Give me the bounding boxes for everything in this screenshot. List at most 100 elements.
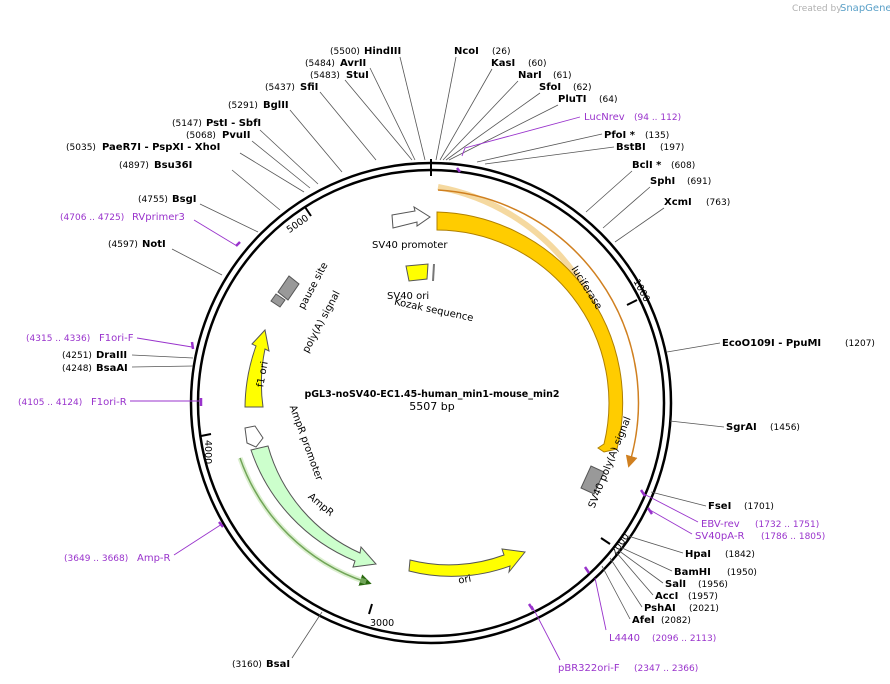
svg-text:(62): (62) (573, 83, 591, 93)
svg-text:BsaAI: BsaAI (96, 363, 128, 374)
feature-ori[interactable]: ori (408, 548, 526, 587)
svg-text:AvrII: AvrII (340, 58, 366, 69)
enzyme-bglii[interactable]: (5291) BglII (228, 100, 343, 173)
svg-text:(3160): (3160) (232, 660, 262, 670)
primer-f1ori-f[interactable]: (4315 .. 4336) F1ori-F (26, 333, 195, 350)
feature-ampr-promoter[interactable]: AmpR promoter (244, 404, 325, 483)
feature-pause-site[interactable]: pause site poly(A) signal (270, 261, 343, 355)
enzyme-sfoi[interactable]: SfoI (62) (445, 82, 591, 161)
svg-text:SfoI: SfoI (539, 82, 561, 93)
f1-ori-label: f1 ori (255, 361, 270, 389)
svg-text:(4105 .. 4124): (4105 .. 4124) (18, 398, 82, 408)
kozak-label: Kozak sequence (393, 297, 474, 325)
svg-text:(4897): (4897) (119, 161, 149, 171)
svg-text:StuI: StuI (346, 70, 369, 81)
svg-text:BsgI: BsgI (172, 194, 196, 205)
svg-text:PaeR7I - PspXI - XhoI: PaeR7I - PspXI - XhoI (102, 142, 220, 153)
enzyme-pvuii[interactable]: (5068) PvuII (186, 130, 311, 189)
enzyme-afei[interactable]: AfeI (2082) (601, 565, 691, 626)
svg-text:(64): (64) (599, 95, 617, 105)
primer-f1ori-r[interactable]: (4105 .. 4124) F1ori-R (18, 397, 203, 408)
svg-text:(5147): (5147) (172, 119, 202, 129)
enzyme-ncoi[interactable]: NcoI (26) (435, 46, 510, 161)
sv40-ori-label: SV40 ori (387, 291, 429, 302)
enzyme-acci[interactable]: AccI (1957) (615, 551, 718, 602)
svg-text:(26): (26) (492, 47, 510, 57)
enzyme-ecoo109i-ppumi[interactable]: EcoO109I - PpuMI (1207) (666, 338, 875, 353)
svg-text:(608): (608) (671, 161, 695, 171)
enzyme-paer7i-pspxi-xhoi[interactable]: (5035) PaeR7I - PspXI - XhoI (66, 142, 305, 193)
enzyme-stui[interactable]: (5483) StuI (310, 70, 413, 161)
svg-text:BclI *: BclI * (632, 160, 662, 171)
enzyme-bsai[interactable]: (3160) BsaI (232, 611, 323, 670)
enzyme-hindiii[interactable]: (5500) HindIII (330, 46, 426, 161)
plasmid-name: pGL3-noSV40-EC1.45-human_min1-mouse_min2 (304, 389, 559, 400)
enzyme-sali[interactable]: SalI (1956) (617, 549, 728, 590)
enzyme-pshai[interactable]: PshAI (2021) (609, 557, 719, 614)
enzyme-avrii[interactable]: (5484) AvrII (305, 58, 416, 161)
enzyme-bamhi[interactable]: BamHI (1950) (619, 546, 757, 578)
primer-ebv-rev[interactable]: EBV-rev (1732 .. 1751) (639, 489, 819, 530)
enzyme-bcli[interactable]: BclI * (608) (585, 160, 695, 213)
enzyme-kasi[interactable]: KasI (60) (439, 58, 546, 161)
enzyme-fsei[interactable]: FseI (1701) (650, 491, 774, 512)
feature-sv40-promoter[interactable]: SV40 promoter (372, 205, 448, 251)
enzyme-bsgi[interactable]: (4755) BsgI (138, 194, 259, 233)
svg-text:(4251): (4251) (62, 351, 92, 361)
svg-text:(1956): (1956) (698, 580, 728, 590)
svg-text:(94 .. 112): (94 .. 112) (634, 113, 681, 123)
feature-sv40-ori[interactable]: SV40 ori Kozak sequence (387, 263, 474, 325)
primer-amp-r[interactable]: (3649 .. 3668) Amp-R (64, 521, 224, 564)
svg-text:(2082): (2082) (661, 616, 691, 626)
svg-text:(5437): (5437) (265, 83, 295, 93)
svg-text:(135): (135) (645, 131, 669, 141)
svg-text:(2347 .. 2366): (2347 .. 2366) (634, 664, 698, 674)
enzyme-bsaai[interactable]: (4248) BsaAI (62, 363, 194, 374)
ampr-label: AmpR (306, 491, 336, 519)
svg-text:HindIII: HindIII (364, 46, 401, 57)
enzyme-sphi[interactable]: SphI (691) (602, 176, 711, 229)
svg-text:XcmI: XcmI (664, 197, 692, 208)
primer-lucnrev[interactable]: LucNrev (94 .. 112) (456, 112, 681, 173)
feature-luciferase[interactable]: luciferase (436, 184, 640, 468)
feature-f1-ori[interactable]: f1 ori (244, 328, 271, 408)
svg-text:(1957): (1957) (688, 592, 718, 602)
svg-text:PluTI: PluTI (558, 94, 586, 105)
enzyme-sfii[interactable]: (5437) SfiI (265, 82, 377, 161)
svg-text:LucNrev: LucNrev (584, 112, 625, 123)
svg-text:(3649 .. 3668): (3649 .. 3668) (64, 554, 128, 564)
backbone (189, 159, 673, 645)
enzyme-bstbi[interactable]: BstBI (197) (484, 142, 684, 165)
svg-text:(1456): (1456) (770, 423, 800, 433)
svg-text:(2096 .. 2113): (2096 .. 2113) (652, 634, 716, 644)
svg-text:DraIII: DraIII (96, 350, 127, 361)
svg-text:F1ori-R: F1ori-R (91, 397, 127, 408)
enzyme-pluti[interactable]: PluTI (64) (448, 94, 617, 161)
enzyme-nari[interactable]: NarI (61) (442, 70, 571, 161)
enzyme-psti-sbfi[interactable]: (5147) PstI - SbfI (172, 118, 319, 185)
enzyme-bsu36i[interactable]: (4897) Bsu36I (119, 160, 281, 211)
svg-text:SgrAI: SgrAI (726, 422, 757, 433)
enzyme-noti[interactable]: (4597) NotI (108, 239, 223, 276)
enzyme-draiii[interactable]: (4251) DraIII (62, 350, 194, 361)
enzyme-xcmi[interactable]: XcmI (763) (614, 197, 730, 243)
primer-rvprimer3[interactable]: (4706 .. 4725) RVprimer3 (60, 212, 241, 247)
svg-text:AfeI: AfeI (632, 615, 655, 626)
svg-text:(5035): (5035) (66, 143, 96, 153)
svg-text:PvuII: PvuII (222, 130, 250, 141)
svg-text:(763): (763) (706, 198, 730, 208)
enzyme-hpai[interactable]: HpaI (1842) (627, 535, 755, 560)
sv40-promoter-label: SV40 promoter (372, 240, 448, 251)
enzyme-pfoi[interactable]: PfoI * (135) (476, 130, 669, 163)
svg-text:BsaI: BsaI (266, 659, 290, 670)
primer-pbr322ori-f[interactable]: pBR322ori-F (2347 .. 2366) (527, 603, 698, 674)
ori-label: ori (457, 574, 472, 587)
svg-text:(1786 .. 1805): (1786 .. 1805) (761, 532, 825, 542)
enzyme-sgrai[interactable]: SgrAI (1456) (669, 420, 800, 433)
primer-sv40pa-r[interactable]: SV40pA-R (1786 .. 1805) (646, 507, 825, 542)
tick-5000: 5000 (285, 213, 311, 236)
primer-l4440[interactable]: L4440 (2096 .. 2113) (583, 566, 716, 644)
svg-text:RVprimer3: RVprimer3 (132, 212, 185, 223)
svg-text:(1207): (1207) (845, 339, 875, 349)
